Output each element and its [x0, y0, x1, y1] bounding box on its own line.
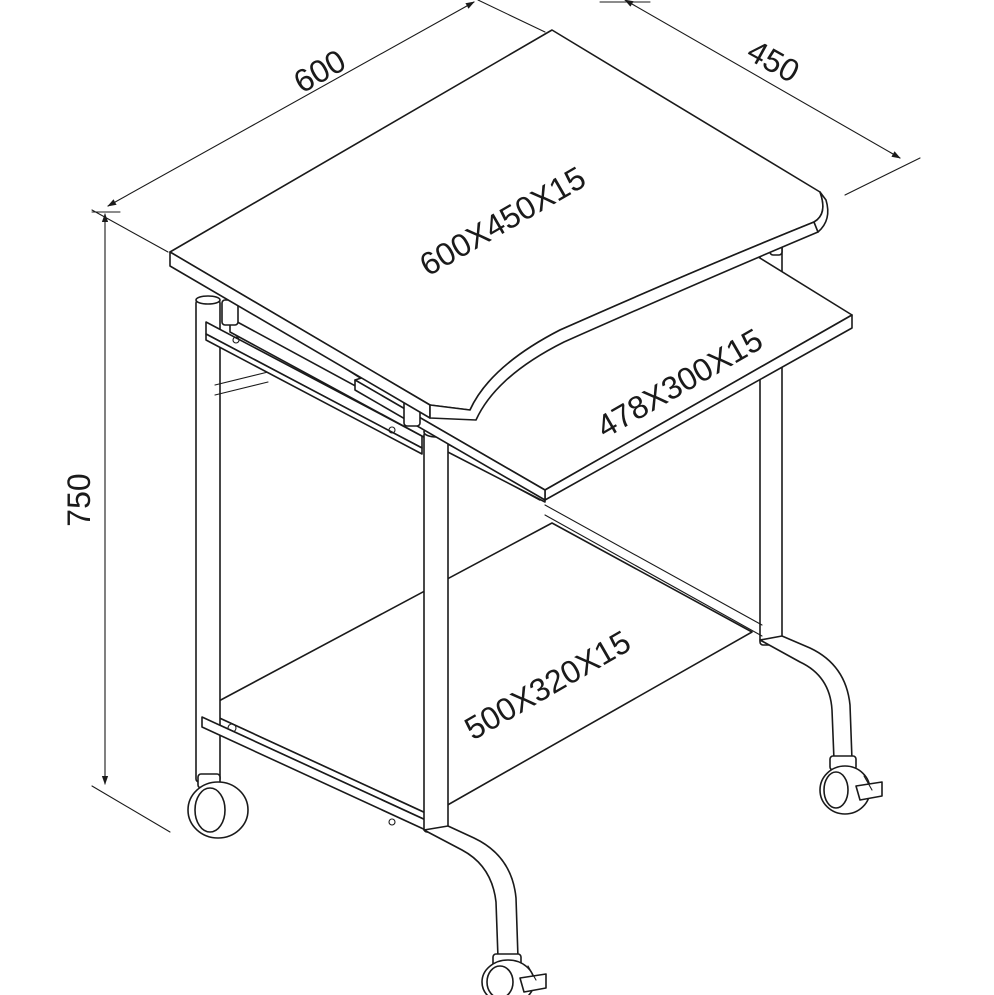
width-extension-right: [477, 0, 546, 33]
bottom-shelf: [201, 522, 753, 823]
height-dimension-label: 750: [61, 473, 97, 526]
back-left-caster: [187, 773, 249, 839]
width-extension-left: [91, 209, 169, 253]
depth-dimension-line: [624, 0, 901, 159]
height-extension-bottom: [91, 785, 171, 833]
depth-extension-right: [844, 157, 921, 196]
width-dimension-label: 600: [287, 42, 351, 100]
back-right-caster: [759, 635, 883, 815]
depth-dimension-label: 450: [741, 32, 805, 89]
dimension-lines: [91, 0, 921, 833]
side-rails: [201, 317, 546, 833]
width-dimension-line: [107, 1, 475, 207]
top-panel: [169, 29, 829, 427]
